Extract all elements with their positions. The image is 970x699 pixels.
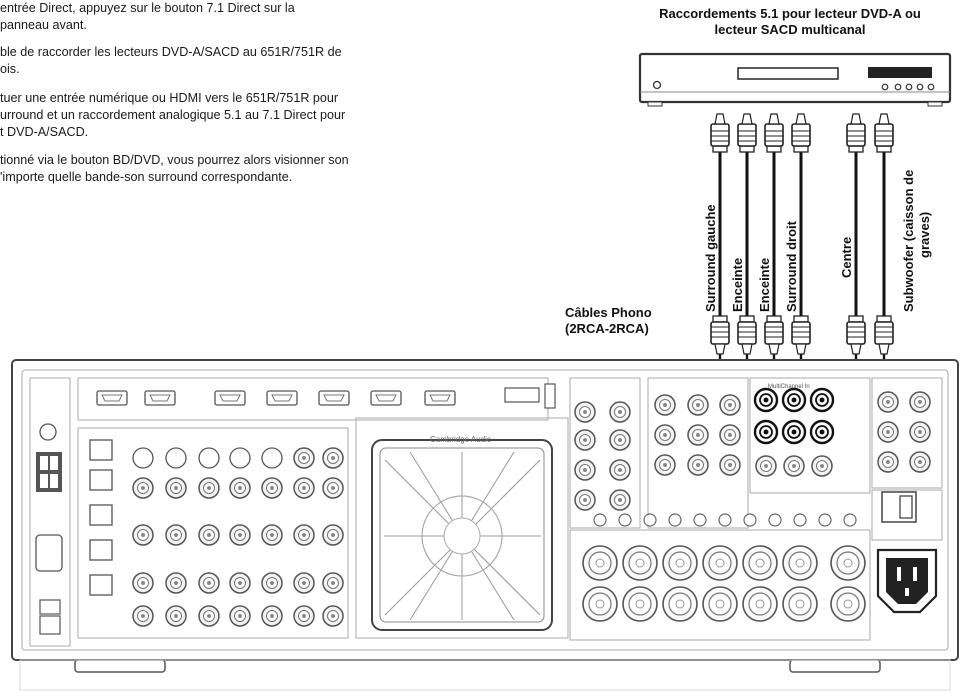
rca-plugs-bottom [710, 315, 894, 355]
label-subwoofer-line1: Subwoofer (caisson de [901, 170, 916, 312]
diagram-title: Raccordements 5.1 pour lecteur DVD-A ou … [659, 6, 921, 37]
label-centre: Centre [839, 237, 854, 278]
label-speaker-right: Enceinte [757, 258, 772, 312]
rca-plugs-top [710, 113, 894, 153]
cable-caption: Câbles Phono (2RCA-2RCA) [565, 305, 652, 336]
manual-paragraph-3: tuer une entrée numérique ou HDMI vers l… [0, 91, 346, 139]
label-subwoofer-line2: graves) [917, 212, 932, 258]
cable-labels: Surround gauche Enceinte Enceinte Surrou… [703, 170, 932, 312]
dvd-player [638, 52, 952, 107]
label-surround-left: Surround gauche [703, 204, 718, 312]
label-surround-right: Surround droit [784, 220, 799, 312]
brand-label: Cambridge Audio [430, 435, 492, 444]
manual-paragraph-1: entrée Direct, appuyez sur le bouton 7.1… [0, 1, 295, 32]
label-speaker-left: Enceinte [730, 258, 745, 312]
multichannel-label: MultiChannel In [768, 384, 810, 390]
receiver-rear-panel: Cambridge Audio MultiChannel In [11, 359, 959, 691]
manual-paragraph-4: tionné via le bouton BD/DVD, vous pourre… [0, 153, 349, 184]
manual-paragraph-2: ble de raccorder les lecteurs DVD-A/SACD… [0, 45, 342, 76]
